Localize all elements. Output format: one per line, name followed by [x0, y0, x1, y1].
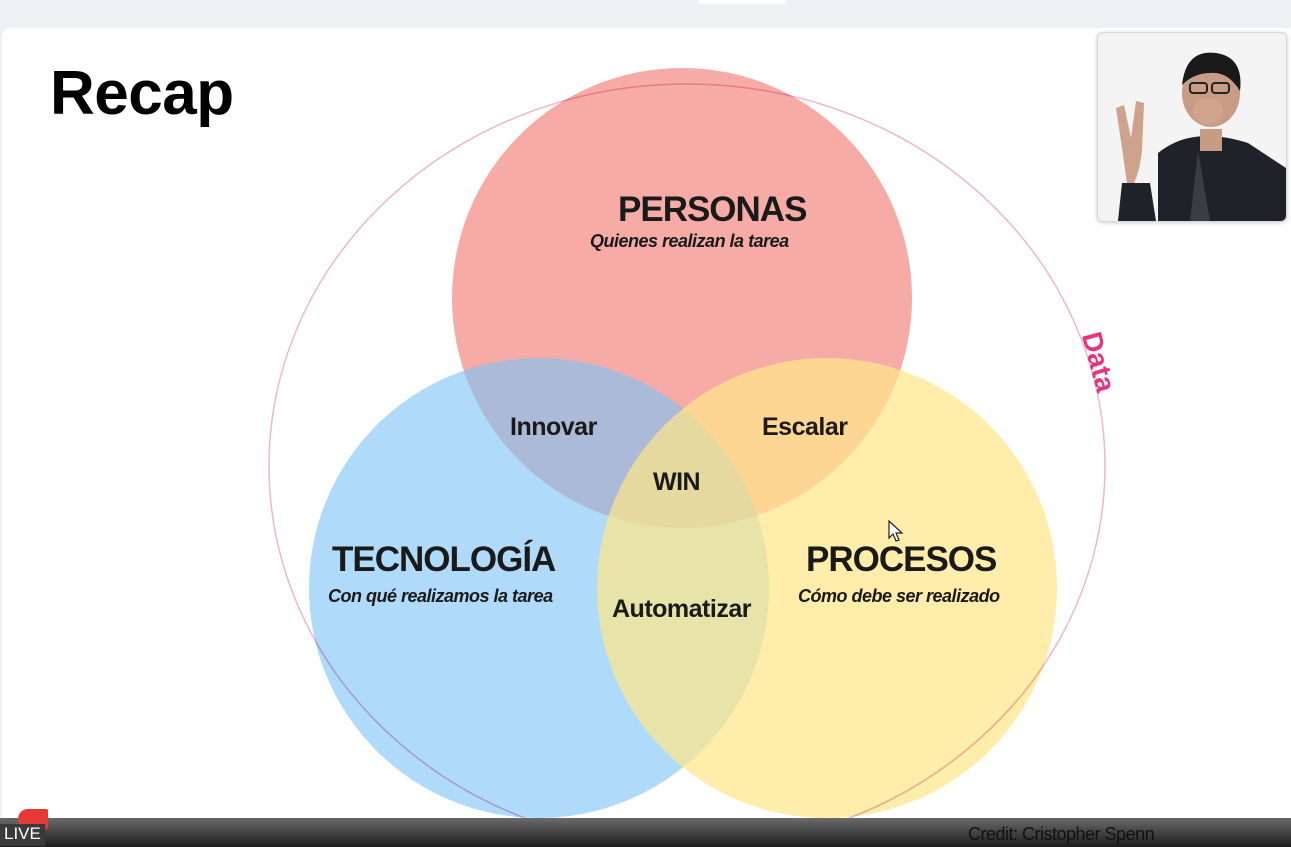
- escalar-label: Escalar: [762, 413, 848, 441]
- procesos-circle: [597, 358, 1057, 818]
- venn-diagram: [268, 68, 1106, 818]
- credit-text: Credit: Cristopher Spenn: [968, 824, 1155, 844]
- automatizar-label: Automatizar: [612, 595, 751, 623]
- procesos-title: PROCESOS: [806, 540, 997, 579]
- cursor-icon: [888, 520, 904, 542]
- live-badge[interactable]: LIVE: [0, 824, 45, 846]
- player-bottom-bar: LIVE Credit: Cristopher Spenn: [0, 809, 1291, 847]
- procesos-subtitle: Cómo debe ser realizado: [798, 586, 1000, 606]
- innovar-label: Innovar: [510, 413, 597, 441]
- win-label: WIN: [653, 468, 701, 496]
- tecnologia-title: TECNOLOGÍA: [332, 540, 556, 579]
- webcam-feed[interactable]: [1097, 32, 1287, 222]
- tecnologia-subtitle: Con qué realizamos la tarea: [328, 586, 553, 606]
- slide-title: Recap: [50, 59, 234, 128]
- presentation-slide: Recap PERSONAS Quienes realizan la tarea…: [2, 28, 1291, 818]
- personas-title: PERSONAS: [618, 190, 807, 229]
- top-tab[interactable]: [698, 0, 786, 4]
- personas-subtitle: Quienes realizan la tarea: [590, 231, 789, 251]
